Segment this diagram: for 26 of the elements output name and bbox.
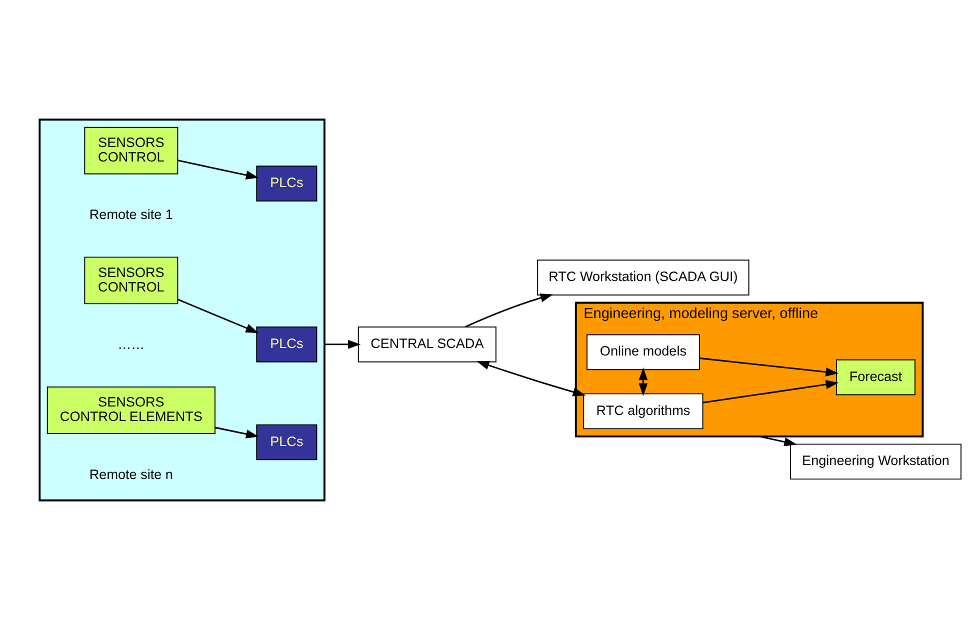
node-box: PLCs [256, 326, 318, 362]
node-box: CENTRAL SCADA [358, 326, 496, 362]
arrow [702, 380, 839, 404]
node-box: Engineering Workstation [790, 444, 962, 480]
node-box: SENSORS CONTROL [84, 126, 178, 174]
cluster [38, 118, 326, 502]
node-box: RTC algorithms [583, 393, 704, 430]
node-box: Forecast [836, 359, 916, 396]
node-box: Online models [586, 334, 700, 370]
node-box: PLCs [256, 424, 318, 460]
arrow [759, 436, 798, 446]
node-box: SENSORS CONTROL [84, 256, 178, 304]
arrow [324, 340, 361, 349]
arrow [699, 357, 839, 376]
node-box: PLCs [256, 166, 318, 202]
arrow [178, 298, 259, 334]
node-box: SENSORS CONTROL ELEMENTS [46, 386, 216, 434]
label: Remote site n [89, 466, 173, 482]
arrow [476, 361, 586, 396]
arrow [638, 367, 648, 396]
arrow [178, 160, 259, 180]
label: Remote site 1 [89, 207, 173, 222]
label: …… [118, 336, 145, 352]
arrow [215, 426, 259, 438]
node-box: RTC Workstation (SCADA GUI) [537, 260, 750, 296]
arrow [464, 294, 554, 328]
